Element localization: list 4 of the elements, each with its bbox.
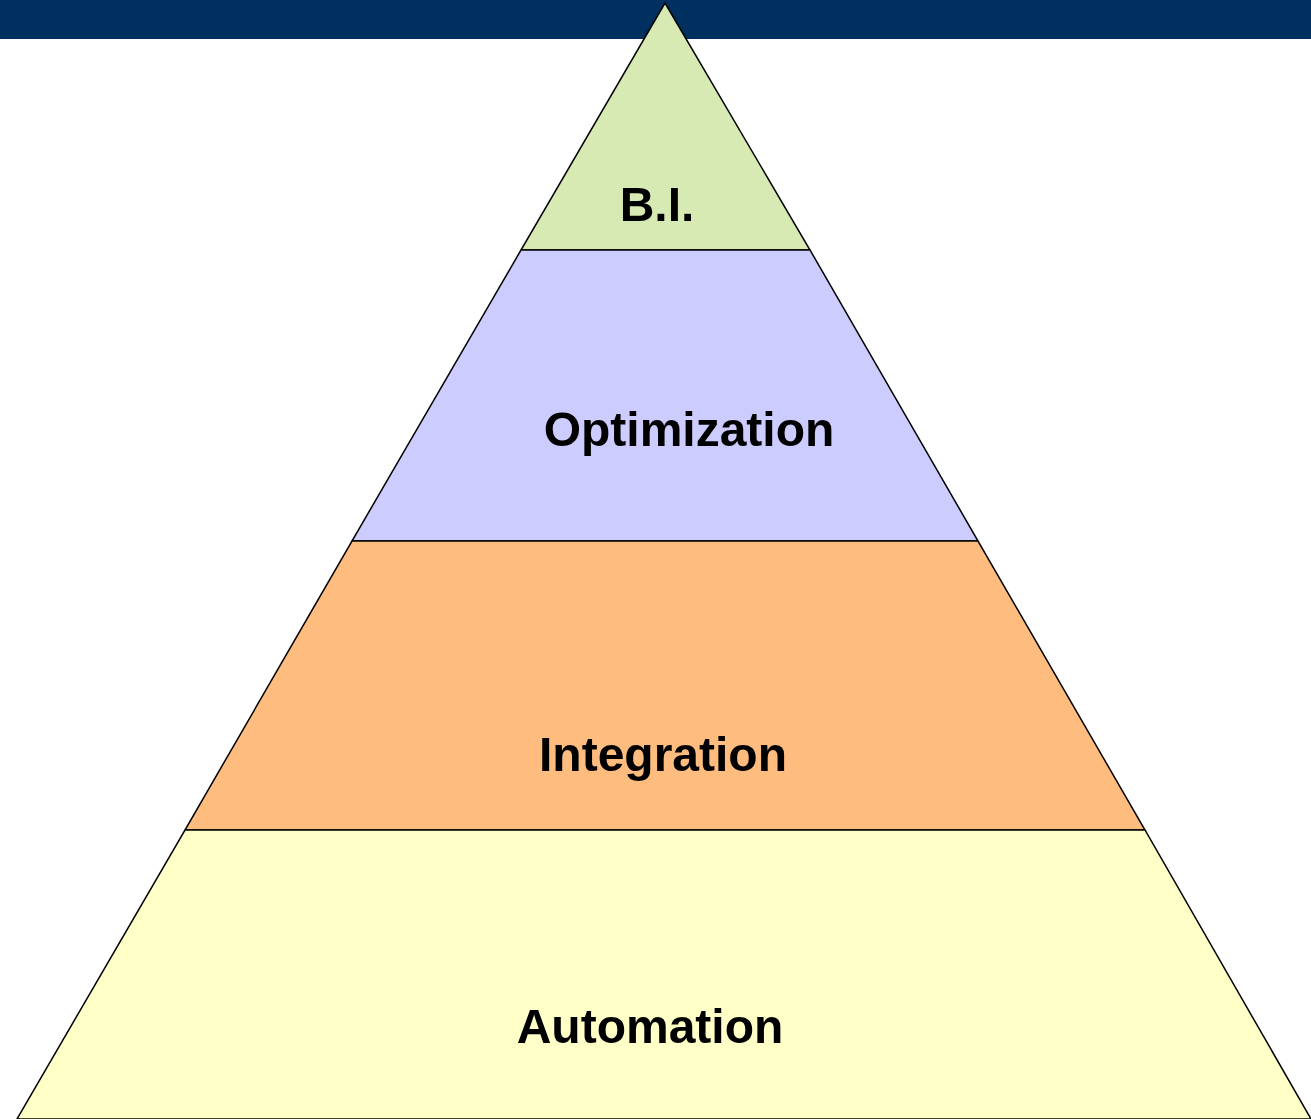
tier-label: Integration — [539, 727, 787, 782]
tier-label: B.I. — [619, 177, 695, 232]
tier-label: Optimization — [543, 402, 835, 457]
tier-label: Automation — [516, 999, 784, 1054]
